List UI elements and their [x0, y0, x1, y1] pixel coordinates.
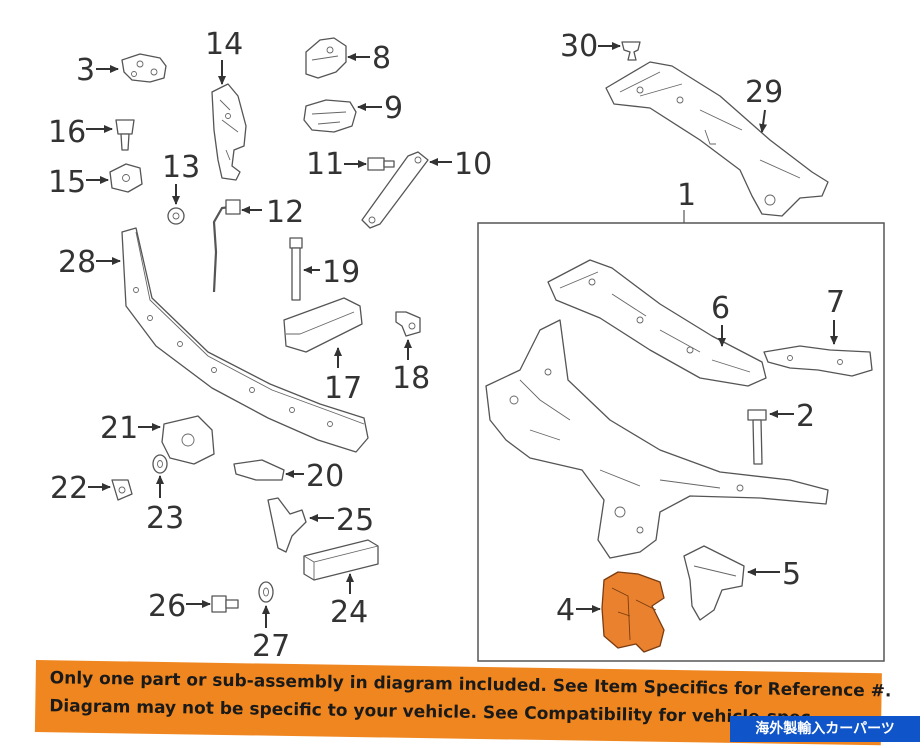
- callout-23: 23: [146, 501, 184, 536]
- callout-30: 30: [560, 29, 598, 64]
- callout-2: 2: [796, 399, 815, 434]
- callout-24: 24: [330, 595, 368, 630]
- part-11-bolt: [367, 157, 395, 171]
- part-8-bracket: [305, 37, 347, 79]
- callout-13: 13: [162, 150, 200, 185]
- part-15-bracket: [109, 163, 143, 193]
- part-29-cowl-bracket: [605, 61, 829, 217]
- assembly-box: [477, 222, 885, 662]
- callout-8: 8: [372, 41, 391, 76]
- callout-27: 27: [252, 629, 290, 664]
- part-3-mount: [121, 53, 167, 83]
- callout-26: 26: [148, 589, 186, 624]
- callout-1: 1: [677, 178, 696, 213]
- callout-10: 10: [454, 147, 492, 182]
- callout-12: 12: [266, 195, 304, 230]
- callout-19: 19: [322, 255, 360, 290]
- part-24-foam-block: [303, 539, 379, 581]
- callout-15: 15: [48, 165, 86, 200]
- notice-line-2: Diagram may not be specific to your vehi…: [49, 696, 811, 729]
- part-25-bracket: [267, 497, 307, 553]
- callout-6: 6: [711, 291, 730, 326]
- part-7-side-bracket: [763, 345, 873, 377]
- part-6-upper-cross-member: [547, 259, 767, 387]
- seller-watermark: 海外製輸入カーパーツ: [730, 716, 920, 742]
- part-23-washer: [152, 454, 168, 474]
- callout-11: 11: [306, 147, 344, 182]
- callout-25: 25: [336, 503, 374, 538]
- part-9-bracket: [303, 99, 357, 133]
- part-22-bolt: [111, 479, 133, 501]
- callout-20: 20: [306, 459, 344, 494]
- part-4-air-guide-highlighted: [601, 571, 665, 653]
- callout-5: 5: [782, 557, 801, 592]
- part-28-reinforcement-bar: [121, 227, 369, 453]
- part-14-vertical-bracket: [211, 83, 247, 181]
- part-26-bolt: [211, 595, 239, 613]
- part-2-bolt: [747, 409, 767, 465]
- callout-7: 7: [826, 285, 845, 320]
- callout-3: 3: [76, 53, 95, 88]
- callout-21: 21: [100, 411, 138, 446]
- callout-22: 22: [50, 471, 88, 506]
- part-27-washer: [258, 581, 274, 603]
- part-19-long-bolt: [289, 237, 303, 301]
- callout-28: 28: [58, 245, 96, 280]
- part-21-bracket: [161, 415, 215, 465]
- callout-9: 9: [384, 91, 403, 126]
- callout-14: 14: [205, 27, 243, 62]
- callout-16: 16: [48, 115, 86, 150]
- callout-18: 18: [392, 361, 430, 396]
- callout-4: 4: [556, 593, 575, 628]
- part-20-gasket: [233, 459, 285, 481]
- part-18-bolt: [395, 311, 421, 337]
- part-5-bracket: [683, 545, 745, 621]
- part-30-clip: [621, 41, 641, 61]
- part-17-bracket-block: [283, 297, 363, 353]
- notice-line-1: Only one part or sub-assembly in diagram…: [49, 668, 892, 702]
- radiator-support-frame: [485, 319, 829, 559]
- callout-29: 29: [745, 75, 783, 110]
- part-13-bolt: [167, 207, 185, 225]
- part-16-bolt: [115, 119, 135, 151]
- part-12-wire-bracket: [212, 199, 241, 293]
- callout-17: 17: [324, 371, 362, 406]
- arrow-29: [759, 109, 768, 133]
- part-10-strut: [361, 151, 429, 229]
